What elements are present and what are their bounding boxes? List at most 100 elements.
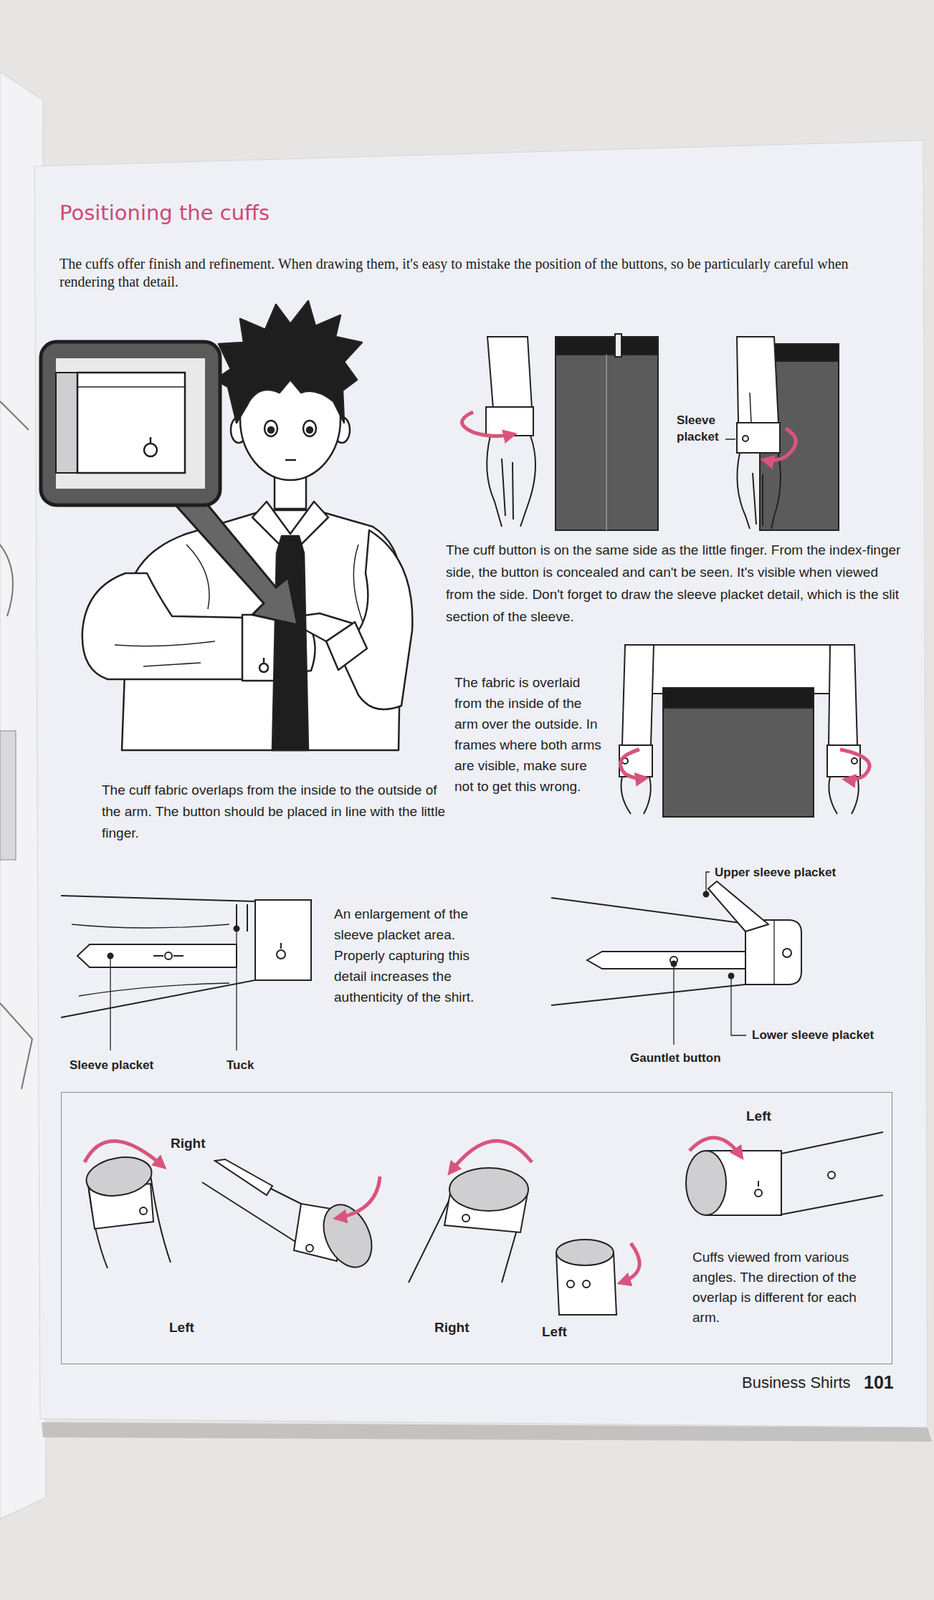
sleeve-placket-diagram	[276, 950, 286, 960]
sleeve-placket-diagram	[153, 955, 164, 957]
cuff-angle-drawings	[754, 1189, 762, 1198]
back-view-figure	[663, 688, 814, 818]
side-view-figure	[736, 336, 779, 423]
cuff-angle-drawings	[313, 1197, 381, 1276]
front-view-figure	[555, 336, 659, 531]
sleeve-placket-diagram	[109, 956, 111, 1051]
back-view-figure	[620, 749, 646, 779]
running-footer: Business Shirts	[741, 1373, 851, 1394]
back-view-figure	[828, 645, 858, 746]
man-figure	[82, 573, 244, 680]
open-placket-diagram	[551, 872, 802, 1046]
open-placket-diagram	[551, 898, 746, 1006]
man-figure	[264, 420, 278, 437]
cuff-angle-drawings	[83, 1132, 884, 1316]
front-view-figure	[605, 354, 608, 531]
part-label: Gauntlet button	[630, 1050, 722, 1067]
zoom-inset	[55, 358, 206, 489]
open-placket-diagram	[706, 872, 710, 895]
zoom-inset	[40, 341, 298, 626]
zoom-inset	[77, 386, 185, 388]
part-label: Tuck	[226, 1057, 254, 1074]
note-text: The fabric is overlaid from the inside o…	[454, 672, 602, 798]
cuff-angle-drawings	[689, 1138, 742, 1157]
figure-frame: LeftRightRightLeftLeftCuffs viewed from …	[60, 1092, 893, 1365]
side-view-figure	[725, 336, 839, 531]
man-figure	[285, 459, 297, 462]
box-caption: Cuffs viewed from various angles. The di…	[692, 1247, 881, 1329]
side-view-figure	[725, 438, 736, 441]
note-text: The cuff button is on the same side as t…	[445, 539, 905, 628]
cuff-angle-drawings	[449, 1168, 529, 1212]
back-view-figure	[619, 645, 870, 818]
arm-side-label: Right	[434, 1319, 470, 1337]
arm-side-label: Left	[541, 1323, 567, 1342]
back-view-figure	[828, 777, 859, 815]
part-label: Sleeve placket	[69, 1057, 154, 1074]
sleeve-placket-diagram	[77, 944, 237, 968]
open-placket-diagram	[587, 951, 746, 970]
man-figure	[306, 427, 313, 433]
arm-side-label: Left	[746, 1108, 772, 1126]
arm-side-label: Left	[169, 1319, 195, 1337]
cuff-angle-drawings	[215, 1159, 273, 1196]
back-view-figure	[621, 777, 651, 815]
front-view-figure	[461, 412, 514, 437]
man-figure	[303, 420, 317, 437]
front-view-figure	[555, 336, 659, 355]
book-page	[34, 140, 928, 1428]
man-figure	[272, 536, 309, 751]
back-view-figure	[622, 645, 654, 746]
note-text: The cuff fabric overlaps from the inside…	[101, 779, 446, 845]
open-placket-diagram	[708, 881, 769, 932]
side-view-figure	[749, 392, 752, 423]
back-view-figure	[840, 749, 870, 780]
side-view-figure	[764, 428, 796, 461]
front-view-figure	[615, 334, 622, 357]
zoom-inset	[144, 443, 157, 457]
front-view-figure	[487, 336, 532, 409]
side-view-figure	[742, 435, 749, 442]
open-placket-diagram	[782, 949, 792, 958]
cuff-angle-drawings	[306, 1245, 314, 1253]
cuff-angle-drawings	[556, 1240, 614, 1266]
left-page	[0, 401, 33, 1090]
note-text: An enlargement of the sleeve placket are…	[334, 903, 501, 1008]
open-placket-diagram	[673, 964, 674, 1046]
zoom-inset	[77, 372, 185, 474]
book-page	[34, 140, 928, 1428]
cuff-angle-drawings	[462, 1214, 470, 1223]
man-figure	[336, 530, 413, 710]
sleeve-placket-diagram	[280, 943, 282, 950]
cuff-angle-drawings	[84, 1141, 164, 1167]
sleeve-placket-diagram	[164, 952, 173, 960]
cuff-angle-drawings	[582, 1280, 590, 1289]
cuff-angle-drawings	[620, 1243, 640, 1284]
cuff-angle-drawings	[757, 1181, 760, 1188]
front-view-figure	[461, 334, 659, 531]
cuff-angle-drawings	[781, 1132, 884, 1215]
intro-text: The cuffs offer finish and refinement. W…	[59, 255, 856, 292]
zoom-inset	[175, 505, 298, 626]
part-label: Upper sleeve placket	[714, 864, 836, 881]
sleeve-placket-diagram	[60, 896, 312, 1051]
left-page	[0, 731, 16, 861]
sleeve-placket-diagram	[255, 900, 312, 981]
front-view-figure	[486, 435, 536, 527]
man-figure	[259, 663, 269, 673]
zoom-inset	[55, 372, 78, 474]
cuff-angle-drawings	[566, 1280, 575, 1289]
cuff-angle-drawings	[450, 1141, 532, 1173]
cuff-angle-drawings	[685, 1151, 727, 1216]
zoom-inset	[40, 341, 221, 506]
man-figure	[215, 301, 362, 423]
page-number: 101	[863, 1371, 894, 1394]
open-placket-diagram	[731, 976, 747, 1036]
zoom-inset	[149, 437, 152, 444]
sleeve-placket-diagram	[60, 896, 256, 1018]
back-view-figure	[851, 758, 858, 765]
man-figure	[114, 641, 216, 667]
